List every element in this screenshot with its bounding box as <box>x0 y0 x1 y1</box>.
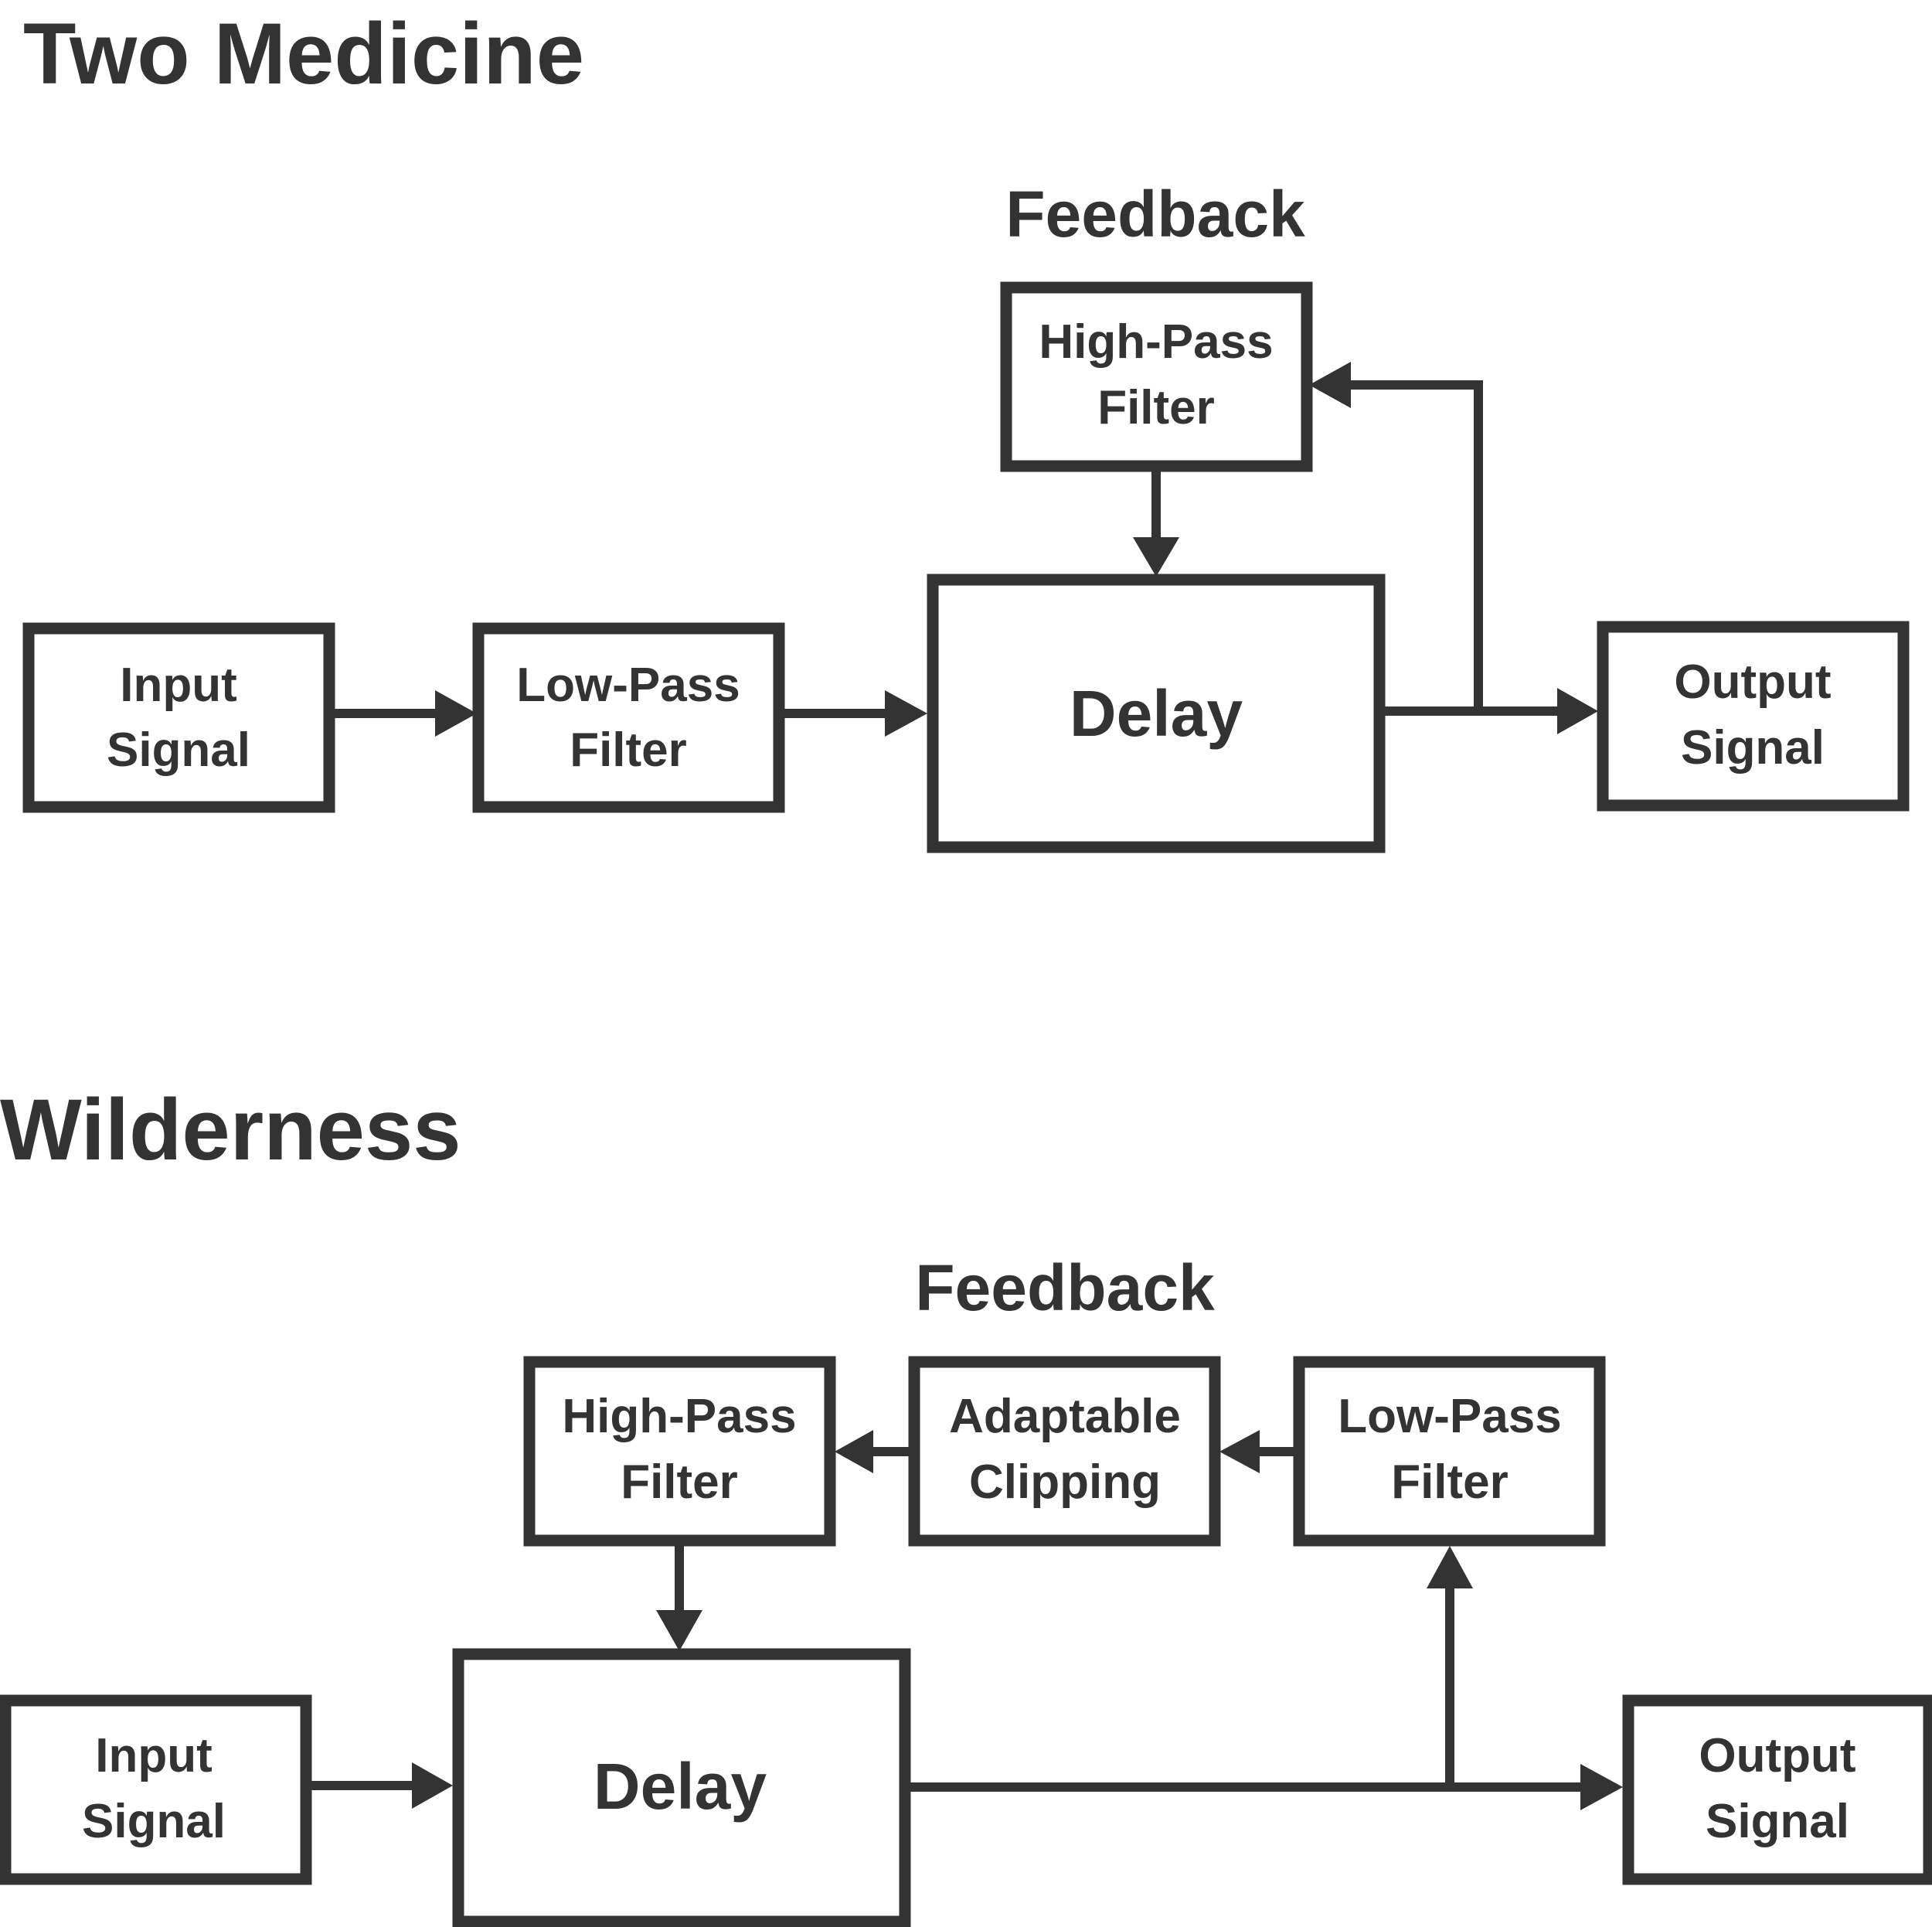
wilderness-output-label-line2: Signal <box>1706 1795 1849 1848</box>
two-medicine-title: Two Medicine <box>23 5 584 102</box>
wilderness-arrow-delay-to-output <box>905 1764 1623 1810</box>
two-medicine-input-label-line1: Input <box>120 659 237 712</box>
wilderness-input-label-line2: Signal <box>82 1795 226 1848</box>
wilderness-highpass-label-line1: High-Pass <box>562 1390 796 1443</box>
two-medicine-delay-box <box>927 574 1386 853</box>
two-medicine-feedback-label: Feedback <box>1005 178 1305 250</box>
two-medicine-highpass-box <box>1000 281 1313 472</box>
two-medicine-delay-label: Delay <box>1070 677 1243 750</box>
two-medicine-output-label-line2: Signal <box>1681 721 1825 775</box>
two-medicine-arrow-highpass-to-delay <box>1133 466 1179 577</box>
two-medicine-arrow-input-to-lowpass <box>329 690 477 737</box>
wilderness-clipping-label-line1: Adaptable <box>949 1390 1181 1443</box>
wilderness-arrow-clipping-to-highpass <box>835 1430 914 1473</box>
two-medicine-lowpass-label-line1: Low-Pass <box>516 659 740 712</box>
wilderness-lowpass-label-line2: Filter <box>1391 1455 1509 1509</box>
wilderness-highpass-label-line2: Filter <box>621 1455 738 1509</box>
wilderness-lowpass-label-line1: Low-Pass <box>1338 1390 1561 1443</box>
wilderness-clipping-box <box>908 1356 1221 1547</box>
wilderness-arrow-input-to-delay <box>306 1762 453 1809</box>
wilderness-output-label-line1: Output <box>1699 1729 1855 1782</box>
two-medicine-input-label-line2: Signal <box>107 723 250 777</box>
wilderness-output-box <box>1622 1694 1932 1885</box>
wilderness-input-box <box>0 1694 312 1885</box>
two-medicine-highpass-label-line1: High-Pass <box>1039 315 1273 369</box>
two-medicine-section: Two Medicine Feedback Input Signal Low-P… <box>22 5 1910 853</box>
wilderness-highpass-box <box>523 1356 836 1547</box>
two-medicine-arrow-delay-to-output <box>1379 688 1598 734</box>
two-medicine-lowpass-box <box>472 622 785 813</box>
two-medicine-input-box <box>22 622 335 813</box>
two-medicine-lowpass-label-line2: Filter <box>570 723 687 777</box>
two-medicine-arrow-lowpass-to-delay <box>779 690 927 737</box>
wilderness-feedback-tap <box>1427 1546 1473 1787</box>
wilderness-feedback-label: Feedback <box>915 1251 1215 1324</box>
wilderness-section: Wilderness Feedback Input Signal Delay H… <box>0 1081 1932 1927</box>
two-medicine-feedback-tap <box>1309 362 1483 711</box>
wilderness-title: Wilderness <box>0 1081 461 1178</box>
wilderness-input-label-line1: Input <box>95 1729 213 1782</box>
wilderness-arrow-highpass-to-delay <box>656 1541 702 1651</box>
wilderness-arrow-lowpass-to-clipping <box>1219 1430 1299 1473</box>
two-medicine-output-box <box>1597 621 1910 812</box>
wilderness-delay-label: Delay <box>594 1750 767 1823</box>
two-medicine-output-label-line1: Output <box>1674 655 1831 709</box>
wilderness-lowpass-box <box>1293 1356 1606 1547</box>
two-medicine-highpass-label-line2: Filter <box>1097 381 1215 434</box>
wilderness-clipping-label-line2: Clipping <box>969 1455 1161 1509</box>
